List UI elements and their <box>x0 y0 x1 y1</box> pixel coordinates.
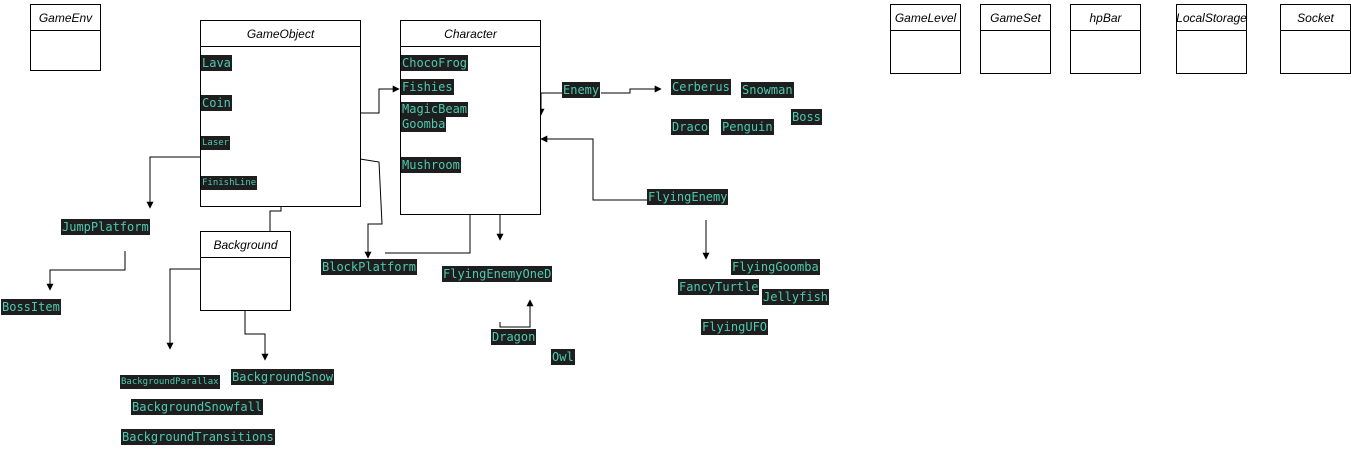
arrow-enemy-cerberus <box>601 85 662 94</box>
label-chocofrog[interactable]: ChocoFrog <box>401 55 469 71</box>
label-magicbeam[interactable]: MagicBeam <box>401 102 469 117</box>
class-title: GameEnv <box>31 5 100 31</box>
label-lava[interactable]: Lava <box>201 55 232 71</box>
arrow-bossitem <box>46 251 126 291</box>
label-coin[interactable]: Coin <box>201 95 232 111</box>
label-owl[interactable]: Owl <box>551 349 575 365</box>
class-title: LocalStorage <box>1177 5 1246 31</box>
label-snowman[interactable]: Snowman <box>741 82 794 98</box>
label-fishies[interactable]: Fishies <box>401 79 454 95</box>
label-draco[interactable]: Draco <box>671 119 710 135</box>
label-jumpplatform[interactable]: JumpPlatform <box>61 219 150 235</box>
label-flyinggoomba[interactable]: FlyingGoomba <box>731 259 820 275</box>
label-backgroundtransitions[interactable]: BackgroundTransitions <box>121 429 275 445</box>
label-finishline[interactable]: FinishLine <box>201 176 258 190</box>
class-socket[interactable]: Socket <box>1280 4 1351 74</box>
label-backgroundparallax[interactable]: BackgroundParallax <box>120 375 220 389</box>
label-penguin[interactable]: Penguin <box>721 119 774 135</box>
class-gamelevel[interactable]: GameLevel <box>890 4 961 74</box>
arrow-gameobject-character <box>360 85 400 114</box>
label-flyingufo[interactable]: FlyingUFO <box>701 319 769 335</box>
arrow-backgroundsnow <box>244 311 269 361</box>
label-flyingenemy[interactable]: FlyingEnemy <box>647 189 729 205</box>
label-boss[interactable]: Boss <box>791 109 822 125</box>
label-goomba[interactable]: Goomba <box>401 117 447 132</box>
class-gameenv[interactable]: GameEnv <box>30 4 101 71</box>
arrow-enemy-character <box>537 92 562 116</box>
class-title: Character <box>401 21 540 47</box>
class-title: GameLevel <box>891 5 960 31</box>
label-jellyfish[interactable]: Jellyfish <box>762 289 830 305</box>
label-flyingenemyoned[interactable]: FlyingEnemyOneD <box>442 266 553 282</box>
class-background[interactable]: Background <box>200 231 291 311</box>
class-gameset[interactable]: GameSet <box>980 4 1051 74</box>
class-gameobject[interactable]: GameObject <box>200 20 361 207</box>
label-backgroundsnowfall[interactable]: BackgroundSnowfall <box>131 399 264 415</box>
arrow-backgroundparallax <box>166 268 201 350</box>
class-title: hpBar <box>1071 5 1140 31</box>
class-title: Background <box>201 232 290 258</box>
class-title: Socket <box>1281 5 1350 31</box>
arrow-flyingenemy-character <box>540 135 648 201</box>
label-bossitem[interactable]: BossItem <box>1 299 61 315</box>
class-localstorage[interactable]: LocalStorage <box>1176 4 1247 74</box>
label-dragon[interactable]: Dragon <box>491 329 537 345</box>
label-fancyturtle[interactable]: FancyTurtle <box>678 279 760 295</box>
class-hpbar[interactable]: hpBar <box>1070 4 1141 74</box>
arrow-blockplatform <box>359 158 383 259</box>
class-title: GameObject <box>201 21 360 47</box>
class-title: GameSet <box>981 5 1050 31</box>
label-laser[interactable]: Laser <box>201 136 231 150</box>
label-backgroundsnow[interactable]: BackgroundSnow <box>231 369 335 385</box>
arrow-gameobject-background <box>269 207 282 232</box>
arrow-dragon-flyingenemyoned <box>499 299 534 328</box>
label-mushroom[interactable]: Mushroom <box>401 157 461 173</box>
label-enemy[interactable]: Enemy <box>562 82 601 98</box>
label-blockplatform[interactable]: BlockPlatform <box>321 259 417 275</box>
label-cerberus[interactable]: Cerberus <box>671 79 731 95</box>
